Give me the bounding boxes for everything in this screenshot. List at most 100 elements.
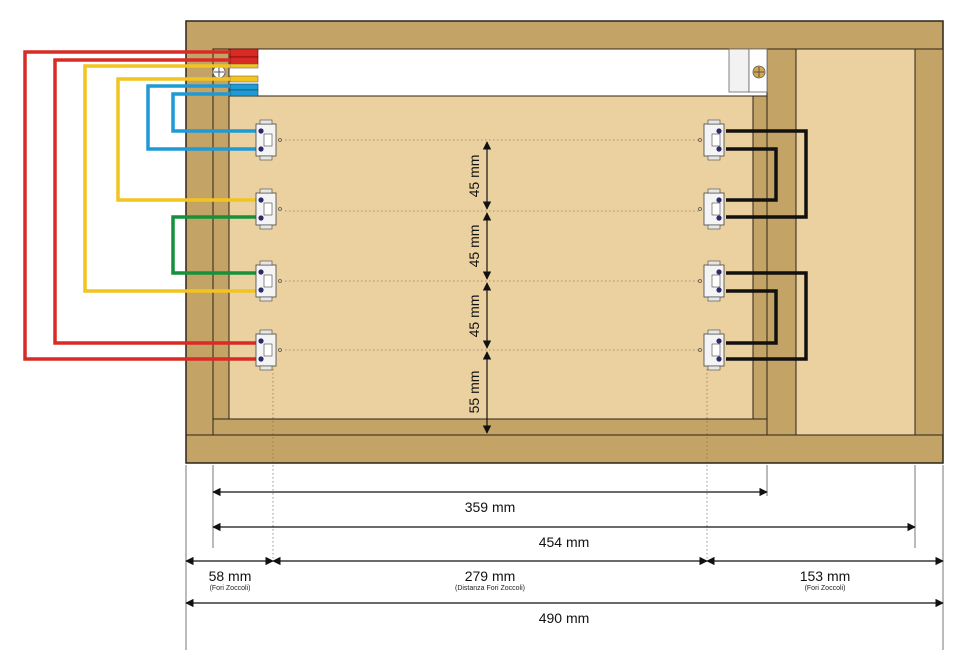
left-inner-post [212, 48, 230, 436]
socket-tab [259, 188, 273, 194]
socket-slot [263, 343, 273, 357]
socket-hole [278, 138, 282, 142]
hdim-490-label: 490 mm [539, 610, 590, 626]
socket-slot [711, 343, 721, 357]
black-wire-2-inner [726, 289, 778, 345]
socket-right-2 [698, 188, 725, 230]
hinge-block [728, 48, 750, 93]
socket-pin [258, 269, 264, 275]
socket-pin [716, 215, 722, 221]
socket-hole [698, 207, 702, 211]
socket-pin [716, 146, 722, 152]
socket-hole [698, 348, 702, 352]
hdim-359-label: 359 mm [465, 499, 516, 515]
socket-pin [258, 287, 264, 293]
socket-tab [259, 260, 273, 266]
socket-tab [259, 155, 273, 161]
socket-left-4 [255, 329, 282, 371]
socket-tab [707, 224, 721, 230]
terminal-blue-2 [229, 89, 259, 97]
socket-tab [259, 329, 273, 335]
socket-left-2 [255, 188, 282, 230]
cabinet-frame [185, 20, 944, 464]
socket-pin [258, 356, 264, 362]
wires [23, 50, 808, 361]
black-wire-1-outer [726, 129, 808, 219]
yellow-wire-outer [83, 64, 256, 293]
hdim-153-label: 153 mm [800, 568, 851, 584]
hdim-153-note: (Fori Zoccoli) [805, 585, 846, 592]
black-wire-1-inner [726, 147, 778, 202]
socket-tab [707, 188, 721, 194]
blue-wire-inner [171, 92, 256, 133]
main-panel [228, 95, 754, 420]
socket-tab [259, 224, 273, 230]
hdim-58-note: (Fori Zoccoli) [210, 585, 251, 592]
hdim-58-label: 58 mm [209, 568, 252, 584]
vdim-label-3: 45 mm [466, 295, 482, 338]
socket-right-1 [698, 119, 725, 161]
socket-pin [258, 146, 264, 152]
vertical-dimensions: 45 mm 45 mm 45 mm 55 mm [466, 141, 492, 434]
socket-tab [259, 119, 273, 125]
socket-slot [711, 133, 721, 147]
socket-hole [698, 138, 702, 142]
terminal-blue-1 [229, 83, 259, 91]
socket-slot [263, 202, 273, 216]
green-wire [171, 215, 256, 275]
socket-pin [716, 197, 722, 203]
vdim-label-2: 45 mm [466, 225, 482, 268]
black-wire-2-outer [726, 271, 808, 361]
right-post [766, 48, 797, 436]
socket-left-3 [255, 260, 282, 302]
socket-guide-lines [272, 139, 708, 560]
yellow-wire-inner [116, 77, 256, 202]
terminal-yellow-1 [229, 63, 259, 69]
socket-pin [716, 338, 722, 344]
socket-tab [707, 365, 721, 371]
socket-hole [278, 279, 282, 283]
terminal-red-2 [229, 56, 259, 65]
socket-left-1 [255, 119, 282, 161]
socket-tab [259, 365, 273, 371]
socket-hole [278, 207, 282, 211]
socket-tab [707, 119, 721, 125]
socket-slot [263, 274, 273, 288]
terminal-yellow-2 [229, 75, 259, 83]
socket-pin [716, 356, 722, 362]
panel-bottom-rail [212, 418, 768, 436]
socket-pin [258, 197, 264, 203]
top-opening [212, 48, 768, 97]
sockets [255, 119, 725, 371]
red-wire-outer [23, 50, 256, 361]
socket-right-4 [698, 329, 725, 371]
terminal-red-1 [229, 48, 259, 58]
side-compartment [795, 48, 916, 436]
socket-slot [711, 202, 721, 216]
socket-tab [707, 329, 721, 335]
socket-tab [707, 260, 721, 266]
far-right-post [914, 48, 944, 436]
red-wire-inner [53, 58, 256, 345]
hdim-454-label: 454 mm [539, 534, 590, 550]
right-inner-post [752, 95, 768, 436]
hdim-279-label: 279 mm [465, 568, 516, 584]
socket-tab [259, 296, 273, 302]
socket-slot [263, 133, 273, 147]
socket-pin [716, 269, 722, 275]
terminal-block [229, 48, 259, 97]
socket-pin [716, 287, 722, 293]
blue-wire-outer [146, 84, 256, 151]
socket-pin [258, 128, 264, 134]
vdim-label-4: 55 mm [466, 371, 482, 414]
vdim-label-1: 45 mm [466, 155, 482, 198]
socket-pin [716, 128, 722, 134]
socket-hole [698, 279, 702, 283]
socket-pin [258, 338, 264, 344]
socket-right-3 [698, 260, 725, 302]
horizontal-dimensions: 359 mm 454 mm 58 mm (Fori Zoccoli) 279 m… [185, 487, 944, 626]
socket-tab [707, 296, 721, 302]
socket-tab [707, 155, 721, 161]
hdim-279-note: (Distanza Fori Zoccoli) [455, 585, 525, 592]
